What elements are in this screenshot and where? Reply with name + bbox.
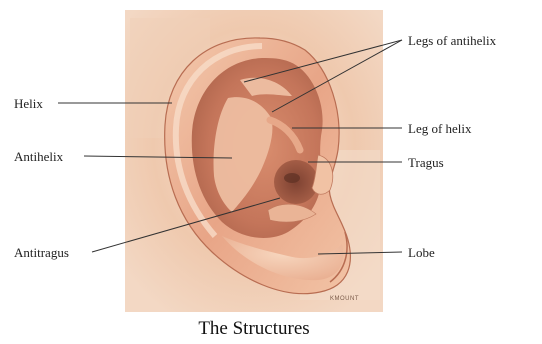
diagram-caption: The Structures <box>198 318 309 339</box>
label-lobe: Lobe <box>408 245 435 260</box>
label-antihelix: Antihelix <box>14 149 64 164</box>
label-antitragus: Antitragus <box>14 245 69 260</box>
label-tragus: Tragus <box>408 155 444 170</box>
ear-canal-shadow <box>284 173 300 183</box>
label-leg-of-helix: Leg of helix <box>408 121 472 136</box>
label-helix: Helix <box>14 96 43 111</box>
label-legs-of-antihelix: Legs of antihelix <box>408 33 497 48</box>
artist-signature: KMOUNT <box>330 296 359 302</box>
